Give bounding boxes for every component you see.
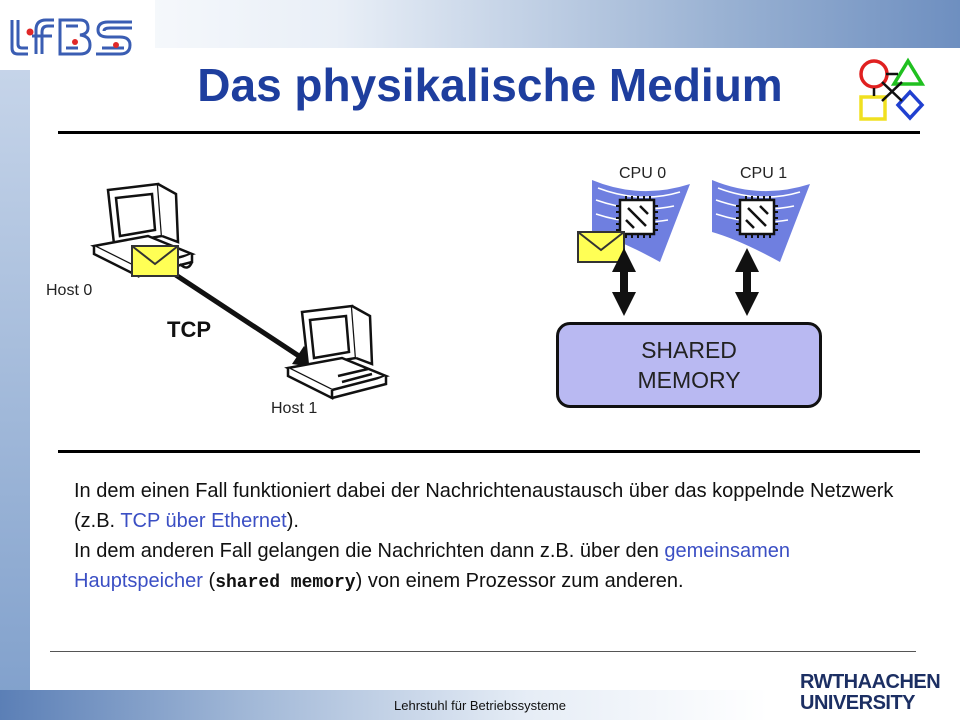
text-run: In dem anderen Fall gelangen die Nachric… (74, 540, 665, 562)
code-shared-memory: shared memory (215, 573, 356, 593)
slide-title: Das physikalische Medium (197, 59, 783, 111)
middle-divider (58, 450, 920, 453)
footer-band (0, 690, 960, 720)
text-run: ( (202, 570, 216, 592)
highlight-hauptspeicher: gemeinsamen Hauptspeicher (74, 540, 791, 592)
paragraph-network: In dem einen Fall funktioniert dabei der… (74, 476, 894, 536)
logo-dot-icon (113, 42, 119, 48)
shared-memory-box: SHARED MEMORY (556, 322, 822, 408)
rwth-logo-line2: UNIVERSITY (800, 692, 916, 714)
diagram-graphics (90, 180, 810, 401)
highlight-tcp-ethernet: TCP über Ethernet (120, 510, 287, 532)
host1-label: Host 1 (271, 400, 318, 417)
footer-text: Lehrstuhl für Betriebssysteme (394, 698, 566, 713)
cpu1-label: CPU 1 (740, 165, 788, 182)
lfbs-logo (0, 0, 155, 70)
top-divider (58, 131, 920, 134)
host0-computer-icon (90, 182, 196, 279)
host1-computer-icon (284, 304, 390, 401)
paragraph-shared-memory: In dem anderen Fall gelangen die Nachric… (74, 536, 894, 598)
lfbs-logo-icon (10, 18, 132, 56)
text-run: ) von einem Prozessor zum anderen. (355, 570, 684, 592)
left-band (0, 48, 30, 720)
shared-memory-label-line1: SHARED (641, 337, 737, 363)
tcp-label: TCP (167, 317, 211, 342)
logo-dot-icon (26, 28, 34, 36)
logo-dot-icon (72, 39, 78, 45)
shapes-logo-icon (859, 57, 926, 121)
header-band (0, 0, 960, 48)
rwth-logo-line1: RWTHAACHEN (800, 671, 941, 693)
text-run: ). (286, 510, 299, 532)
cpu0-chip-icon (592, 180, 690, 262)
message-envelope-icon (131, 245, 179, 277)
rwth-logo: RWTHAACHEN UNIVERSITY (800, 672, 950, 718)
cpu1-chip-icon (712, 180, 810, 262)
bottom-divider (50, 651, 916, 652)
message-envelope-icon (577, 231, 625, 263)
host0-label: Host 0 (46, 282, 93, 299)
explanation-text: In dem einen Fall funktioniert dabei der… (74, 476, 894, 598)
shared-memory-label-line2: MEMORY (637, 367, 741, 393)
text-run: In dem einen Fall funktioniert dabei der… (74, 480, 894, 532)
cpu1-memory-arrow-icon (735, 248, 759, 316)
cpu0-memory-arrow-icon (612, 248, 636, 316)
cpu0-label: CPU 0 (619, 165, 667, 182)
